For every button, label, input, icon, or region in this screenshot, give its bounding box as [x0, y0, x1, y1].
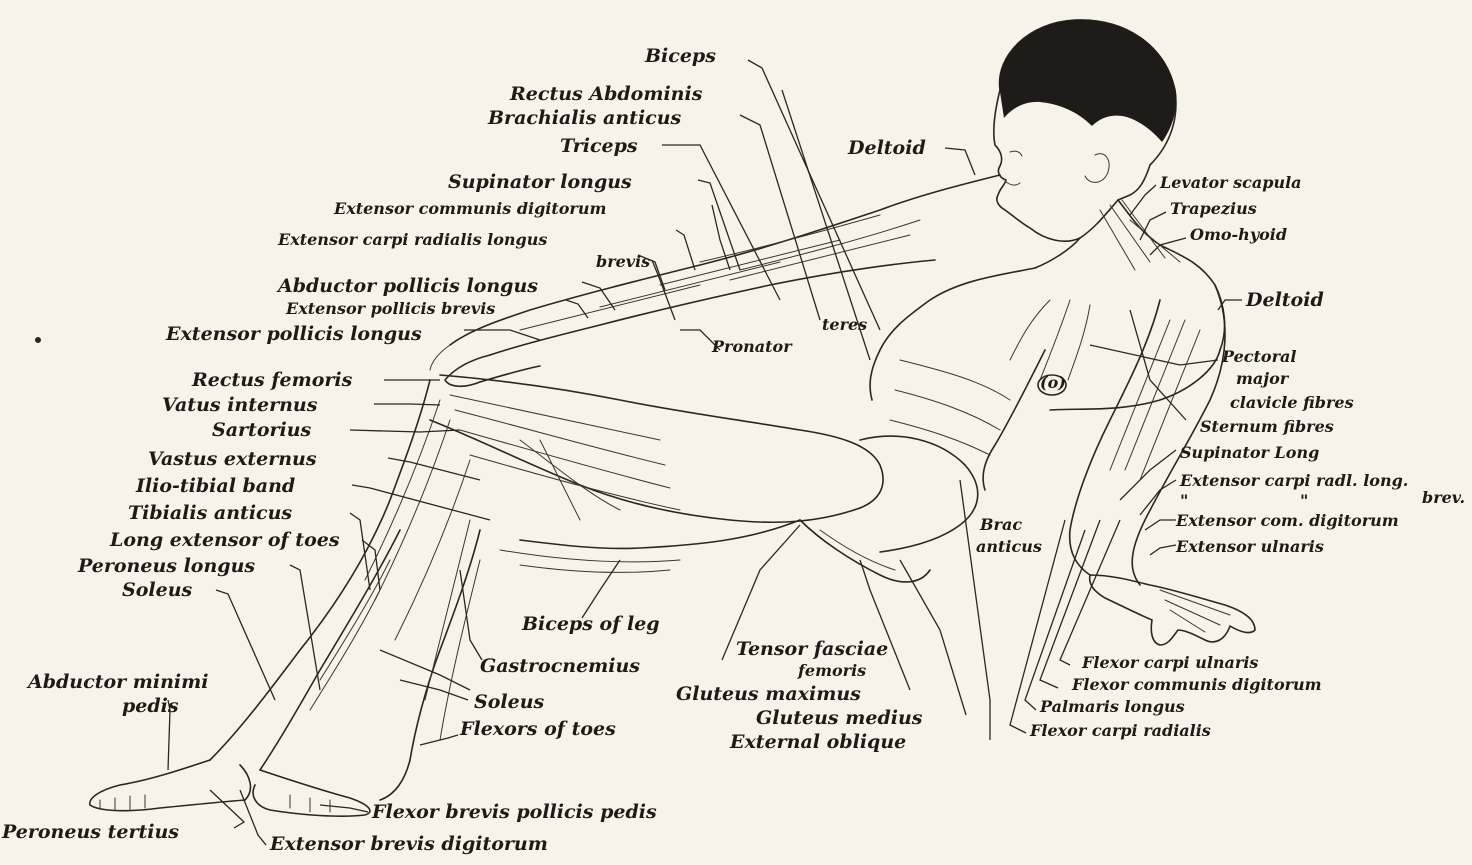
label-extensor-carpi-radl-long: Extensor carpi radl. long.: [1179, 471, 1408, 490]
hair-icon: [999, 20, 1176, 142]
label-flexors-of-toes: Flexors of toes: [459, 718, 616, 740]
label-soleus-mid: Soleus: [474, 691, 545, 713]
label-extensor-communis-digitorum: Extensor communis digitorum: [333, 199, 606, 218]
label-flexor-communis-digitorum: Flexor communis digitorum: [1071, 675, 1322, 694]
label-ditto-2: ": [1300, 491, 1308, 510]
label-ilio-tibial-band: Ilio-tibial band: [135, 475, 295, 497]
label-tibialis-anticus: Tibialis anticus: [128, 502, 292, 524]
label-nipple-mark: (o): [1040, 373, 1066, 392]
label-major: major: [1236, 369, 1290, 388]
label-teres: teres: [822, 315, 867, 334]
label-vastus-internus: Vatus internus: [162, 394, 318, 416]
label-deltoid-top: Deltoid: [847, 137, 926, 159]
label-levator-scapula: Levator scapula: [1159, 173, 1302, 192]
label-extensor-brevis-digitorum: Extensor brevis digitorum: [269, 833, 548, 855]
label-biceps: Biceps: [644, 45, 716, 67]
hand-icon: [1090, 575, 1255, 645]
label-vastus-externus: Vastus externus: [148, 448, 317, 470]
label-long-extensor-toes: Long extensor of toes: [109, 529, 340, 551]
label-brac: Brac: [979, 515, 1022, 534]
label-supinator-long: Supinator Long: [1180, 443, 1319, 462]
label-flexor-carpi-radialis: Flexor carpi radialis: [1029, 721, 1211, 740]
label-gluteus-medius: Gluteus medius: [756, 707, 923, 729]
label-pedis: pedis: [122, 695, 179, 717]
label-extensor-carpi-radialis-longus: Extensor carpi radialis longus: [277, 230, 547, 249]
label-anticus: anticus: [976, 537, 1042, 556]
label-brachialis-anticus: Brachialis anticus: [487, 107, 682, 129]
label-triceps: Triceps: [560, 135, 638, 157]
label-supinator-longus: Supinator longus: [448, 171, 632, 193]
label-trapezius: Trapezius: [1170, 199, 1257, 218]
label-external-oblique: External oblique: [729, 731, 906, 753]
label-brev: brev.: [1422, 488, 1465, 507]
label-rectus-femoris: Rectus femoris: [191, 369, 353, 391]
label-brevis: brevis: [596, 252, 650, 271]
label-rectus-abdominis: Rectus Abdominis: [509, 83, 703, 105]
label-femoris: femoris: [797, 661, 866, 680]
label-extensor-ulnaris: Extensor ulnaris: [1175, 537, 1324, 556]
label-group: Biceps Rectus Abdominis Brachialis antic…: [1, 45, 1465, 855]
label-gastrocnemius: Gastrocnemius: [480, 655, 640, 677]
label-flexor-brevis-pollicis-pedis: Flexor brevis pollicis pedis: [371, 801, 657, 823]
label-gluteus-maximus: Gluteus maximus: [676, 683, 861, 705]
label-abductor-pollicis-longus: Abductor pollicis longus: [276, 275, 538, 297]
label-extensor-com-digitorum: Extensor com. digitorum: [1175, 511, 1399, 530]
label-deltoid-right: Deltoid: [1245, 289, 1324, 311]
foot-left-icon: [90, 760, 251, 811]
label-sartorius: Sartorius: [212, 419, 312, 441]
label-extensor-pollicis-brevis: Extensor pollicis brevis: [285, 299, 495, 318]
label-abductor-minimi: Abductor minimi: [26, 671, 208, 693]
label-biceps-of-leg: Biceps of leg: [521, 613, 660, 635]
label-extensor-pollicis-longus: Extensor pollicis longus: [165, 323, 422, 345]
label-soleus-left: Soleus: [122, 579, 193, 601]
label-pronator: Pronator: [711, 337, 793, 356]
label-sternum-fibres: Sternum fibres: [1200, 417, 1334, 436]
label-omo-hyoid: Omo-hyoid: [1190, 225, 1287, 244]
label-tensor-fasciae: Tensor fasciae: [736, 638, 888, 660]
label-peroneus-longus: Peroneus longus: [77, 555, 255, 577]
label-clavicle-fibres: clavicle fibres: [1230, 393, 1354, 412]
foot-right-icon: [253, 770, 370, 816]
label-peroneus-tertius: Peroneus tertius: [1, 821, 179, 843]
label-flexor-carpi-ulnaris: Flexor carpi ulnaris: [1081, 653, 1258, 672]
label-pectoral: Pectoral: [1221, 347, 1296, 366]
label-palmaris-longus: Palmaris longus: [1039, 697, 1185, 716]
label-ditto-1: ": [1180, 491, 1188, 510]
